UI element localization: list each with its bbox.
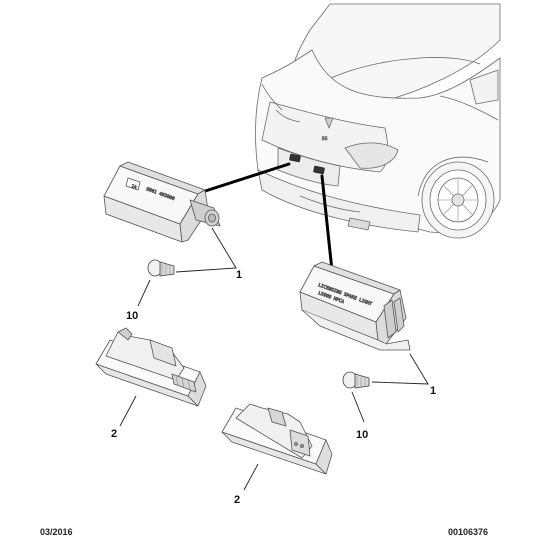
bulb-left [147, 259, 175, 277]
assembly-leader-lines [194, 162, 335, 282]
callout-leader-lines [119, 227, 429, 491]
callout-1-right: 1 [430, 385, 436, 397]
callout-1-left: 1 [236, 269, 242, 281]
leader-callout-2-left [119, 395, 137, 427]
lamp-socket-left [289, 153, 301, 163]
leader-car-to-left-lamp [194, 162, 291, 196]
car-rear-illustration: DS [254, 3, 501, 239]
lamp-housing-right [221, 403, 333, 475]
license-lamp-right: LICENSING SPAKE LIGHT LS999 HPCA [299, 261, 411, 351]
leader-callout-1-left [175, 227, 237, 273]
bulb-right [342, 371, 370, 389]
leader-callout-10-left [137, 279, 151, 307]
callout-2-left: 2 [111, 428, 117, 440]
leader-callout-2-right [243, 463, 259, 491]
callout-10-left: 10 [126, 310, 138, 322]
license-lamp-left: 1A 9801 405800 [103, 161, 221, 243]
car-emblem-text: DS [322, 136, 328, 142]
leader-callout-10-right [351, 391, 365, 423]
footer-reference-number: 00106376 [448, 527, 489, 537]
callout-2-right: 2 [234, 494, 240, 506]
lamp-socket-right [313, 165, 325, 175]
lamp-housing-left [95, 327, 207, 407]
lamp-left-marking-2: 1A [130, 183, 137, 191]
footer-date: 03/2016 [40, 527, 73, 537]
leader-car-to-right-lamp [320, 174, 335, 282]
leader-callout-1-right [371, 353, 429, 385]
callout-10-right: 10 [356, 429, 368, 441]
